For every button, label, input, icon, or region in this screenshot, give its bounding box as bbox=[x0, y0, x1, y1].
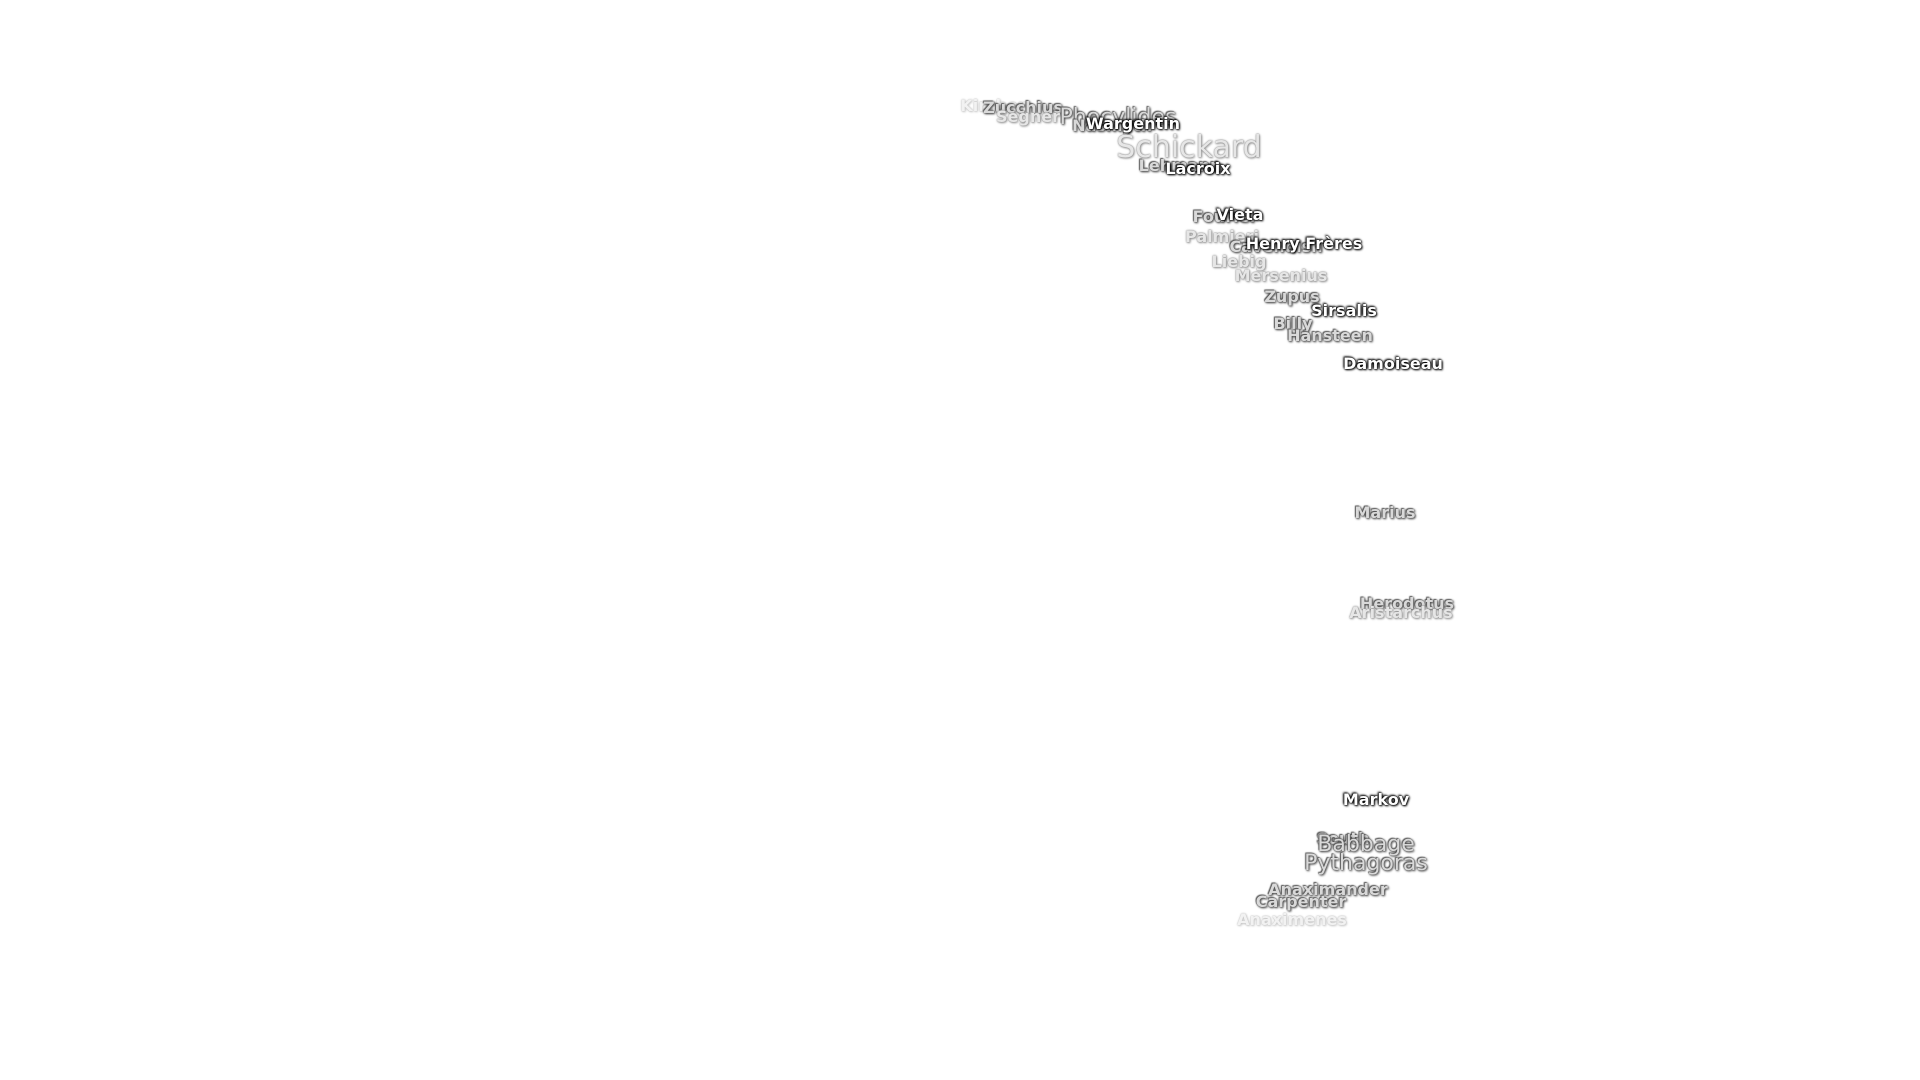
crater-label-fourier[interactable]: Fourier bbox=[1192, 207, 1258, 226]
crater-label-zupus[interactable]: Zupus bbox=[1264, 287, 1320, 306]
crater-label-anaximenes[interactable]: Anaximenes bbox=[1237, 910, 1347, 929]
crater-label-damoiseau[interactable]: Damoiseau bbox=[1343, 354, 1443, 373]
crater-label-pythagoras[interactable]: Pythagoras bbox=[1304, 851, 1428, 876]
crater-label-kircher[interactable]: Kircher bbox=[960, 96, 1026, 115]
crater-label-lacroix[interactable]: Lacroix bbox=[1165, 159, 1231, 178]
crater-label-carpenter[interactable]: Carpenter bbox=[1255, 892, 1347, 911]
crater-label-cavendish[interactable]: Cavendish bbox=[1229, 237, 1323, 256]
crater-label-aristarchus[interactable]: Aristarchus bbox=[1349, 603, 1453, 622]
crater-label-billy[interactable]: Billy bbox=[1273, 314, 1313, 333]
crater-label-mersenius[interactable]: Mersenius bbox=[1234, 266, 1328, 285]
crater-label-anaximander[interactable]: Anaximander bbox=[1268, 880, 1388, 899]
crater-label-lehmann[interactable]: Lehmann bbox=[1138, 156, 1222, 175]
crater-label-babbage[interactable]: Babbage bbox=[1317, 832, 1415, 857]
crater-label-markov[interactable]: Markov bbox=[1342, 790, 1410, 809]
crater-label-henry-freres[interactable]: Henry Frères bbox=[1245, 234, 1363, 253]
crater-label-wargentin[interactable]: Wargentin bbox=[1086, 114, 1180, 133]
crater-label-nasmyth[interactable]: Nasmyth bbox=[1072, 116, 1152, 135]
crater-label-segner[interactable]: Segner bbox=[996, 107, 1060, 126]
crater-label-vieta[interactable]: Vieta bbox=[1216, 205, 1264, 224]
crater-label-hansteen[interactable]: Hansteen bbox=[1287, 326, 1373, 345]
crater-label-schickard[interactable]: Schickard bbox=[1116, 130, 1262, 165]
crater-label-zucchius[interactable]: Zucchius bbox=[983, 98, 1063, 117]
crater-label-sirsalis[interactable]: Sirsalis bbox=[1311, 301, 1377, 320]
crater-label-liebig[interactable]: Liebig bbox=[1211, 252, 1267, 271]
crater-label-palmieri[interactable]: Palmieri bbox=[1185, 227, 1259, 246]
crater-label-herodotus[interactable]: Herodotus bbox=[1359, 594, 1455, 613]
crater-label-marius[interactable]: Marius bbox=[1354, 503, 1416, 522]
crater-label-south[interactable]: South bbox=[1316, 829, 1370, 848]
crater-label-phocylides[interactable]: Phocylides bbox=[1059, 105, 1177, 130]
